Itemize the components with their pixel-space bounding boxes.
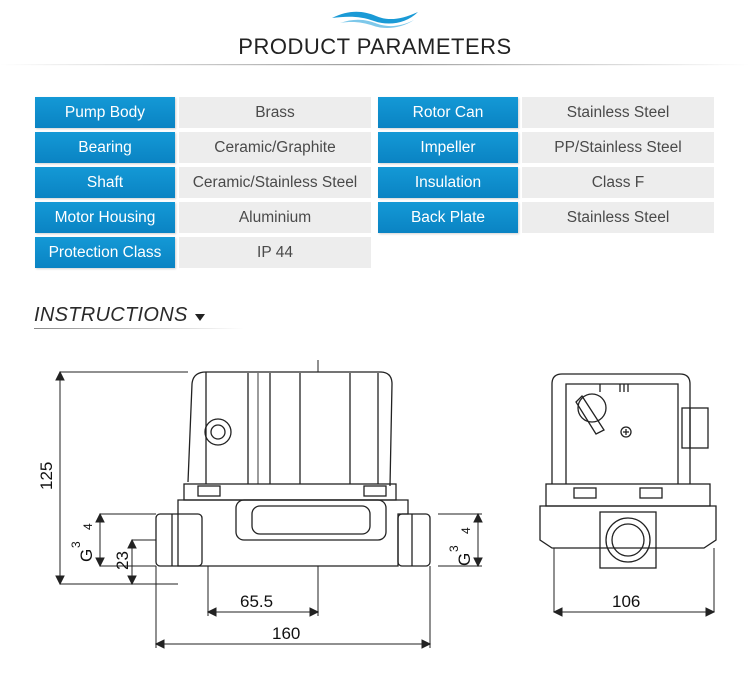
dim-thread-den-right: 4 <box>459 527 473 534</box>
dim-thread-num-right: 3 <box>447 545 461 552</box>
instructions-divider <box>34 328 244 329</box>
pump-dimension-drawing: 125 G 3 4 23 G 3 4 65.5 160 10 <box>37 360 717 649</box>
param-label-shaft: Shaft <box>35 167 175 198</box>
param-label-back-plate: Back Plate <box>378 202 518 233</box>
param-value-pump-body: Brass <box>179 97 371 128</box>
param-value-impeller: PP/Stainless Steel <box>522 132 714 163</box>
dim-height-125: 125 <box>37 462 56 490</box>
dim-thread-den-left: 4 <box>81 523 95 530</box>
param-label-pump-body: Pump Body <box>35 97 175 128</box>
caret-down-icon <box>195 314 205 321</box>
dim-thread-g-left: G <box>77 549 96 562</box>
param-label-bearing: Bearing <box>35 132 175 163</box>
dim-center-height-23: 23 <box>113 551 132 570</box>
param-value-insulation: Class F <box>522 167 714 198</box>
param-label-protection-class: Protection Class <box>35 237 175 268</box>
param-label-impeller: Impeller <box>378 132 518 163</box>
param-value-protection-class: IP 44 <box>179 237 371 268</box>
dim-thread-g-right: G <box>455 553 474 566</box>
param-label-insulation: Insulation <box>378 167 518 198</box>
param-value-back-plate: Stainless Steel <box>522 202 714 233</box>
dim-width-106: 106 <box>612 592 640 611</box>
param-value-bearing: Ceramic/Graphite <box>179 132 371 163</box>
page-title: PRODUCT PARAMETERS <box>238 34 512 59</box>
title-divider <box>0 64 750 66</box>
param-value-rotor-can: Stainless Steel <box>522 97 714 128</box>
wave-logo-icon <box>332 11 418 28</box>
param-label-motor-housing: Motor Housing <box>35 202 175 233</box>
param-value-motor-housing: Aluminium <box>179 202 371 233</box>
dim-thread-num-left: 3 <box>69 541 83 548</box>
dim-half-length-65-5: 65.5 <box>240 592 273 611</box>
param-label-rotor-can: Rotor Can <box>378 97 518 128</box>
param-value-shaft: Ceramic/Stainless Steel <box>179 167 371 198</box>
instructions-heading: INSTRUCTIONS <box>34 304 188 326</box>
dim-length-160: 160 <box>272 624 300 643</box>
